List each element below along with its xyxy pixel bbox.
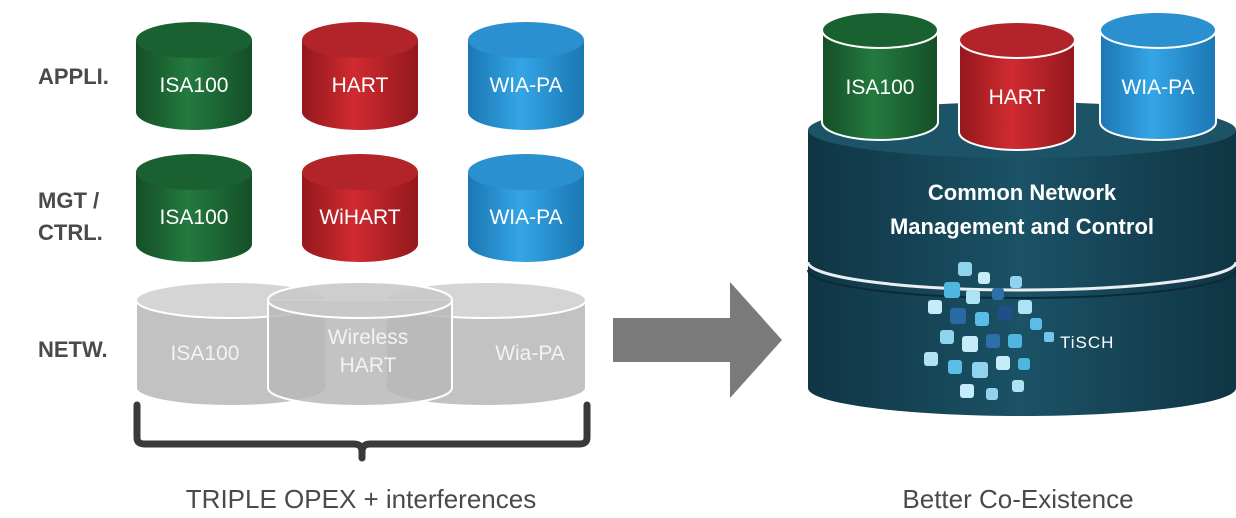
common-network-label-2: Management and Control: [890, 214, 1154, 239]
left-mgt-isa100-label: ISA100: [160, 206, 229, 229]
left-mgt-wiapa-cylinder: WIA-PA: [468, 154, 584, 262]
left-appli-isa100-label: ISA100: [160, 74, 229, 97]
row-label-netw: NETW.: [38, 337, 108, 362]
common-network-label-1: Common Network: [928, 180, 1117, 205]
right-hart-cylinder: HART: [958, 21, 1076, 151]
arrow-icon: [613, 282, 782, 398]
left-appli-wiapa-cylinder: WIA-PA: [468, 22, 584, 130]
row-label-ctrl: CTRL.: [38, 220, 103, 245]
left-appli-hart-cylinder: HART: [302, 22, 418, 130]
left-caption: TRIPLE OPEX + interferences: [186, 484, 536, 514]
right-caption: Better Co-Existence: [902, 484, 1133, 514]
left-mgt-wiapa-label: WIA-PA: [489, 206, 562, 229]
left-mgt-isa100-cylinder: ISA100: [136, 154, 252, 262]
tisch-logo: TiSCH: [924, 262, 1114, 400]
left-netw-wiapa-label: Wia-PA: [495, 342, 565, 365]
right-hart-label: HART: [989, 86, 1046, 109]
left-appli-wiapa-label: WIA-PA: [489, 74, 562, 97]
left-mgt-wihart-cylinder: WiHART: [302, 154, 418, 262]
row-label-mgt: MGT /: [38, 188, 99, 213]
left-netw-hart-label-1: Wireless: [328, 326, 409, 349]
left-mgt-wihart-label: WiHART: [319, 206, 400, 229]
left-netw-hart-cylinder: Wireless HART: [267, 281, 453, 407]
left-appli-isa100-cylinder: ISA100: [136, 22, 252, 130]
tisch-logo-text: TiSCH: [1060, 333, 1114, 352]
left-netw-isa100-label: ISA100: [171, 342, 240, 365]
left-brace: [133, 401, 591, 462]
right-isa100-cylinder: ISA100: [821, 11, 939, 141]
right-wiapa-cylinder: WIA-PA: [1099, 11, 1217, 141]
right-wiapa-label: WIA-PA: [1121, 76, 1194, 99]
right-isa100-label: ISA100: [846, 76, 915, 99]
left-netw-hart-label-2: HART: [340, 354, 397, 377]
left-appli-hart-label: HART: [332, 74, 389, 97]
row-label-appli: APPLI.: [38, 64, 109, 89]
